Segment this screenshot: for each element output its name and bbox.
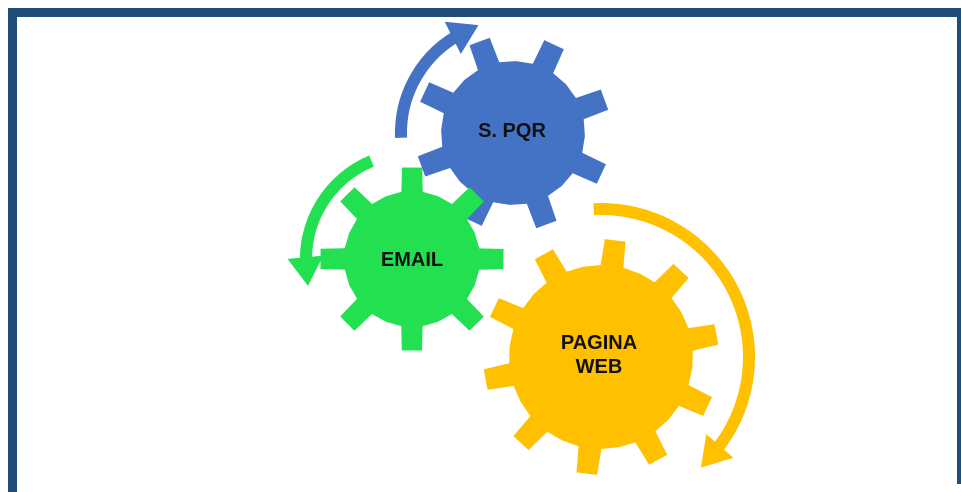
green-arrow — [287, 155, 374, 286]
gear-label-spqr: S. PQR — [478, 120, 546, 142]
gear-label-web: WEB — [576, 356, 623, 378]
gear-label-email: EMAIL — [381, 249, 443, 271]
frame-right-edge — [957, 8, 961, 484]
blue-arrow — [395, 21, 479, 138]
gear-pagina_web — [483, 239, 719, 475]
gear-spqr — [417, 37, 609, 229]
gear-label-pagina: PAGINA — [561, 332, 637, 354]
gear-email — [320, 167, 504, 351]
yellow-arrow — [593, 203, 756, 468]
